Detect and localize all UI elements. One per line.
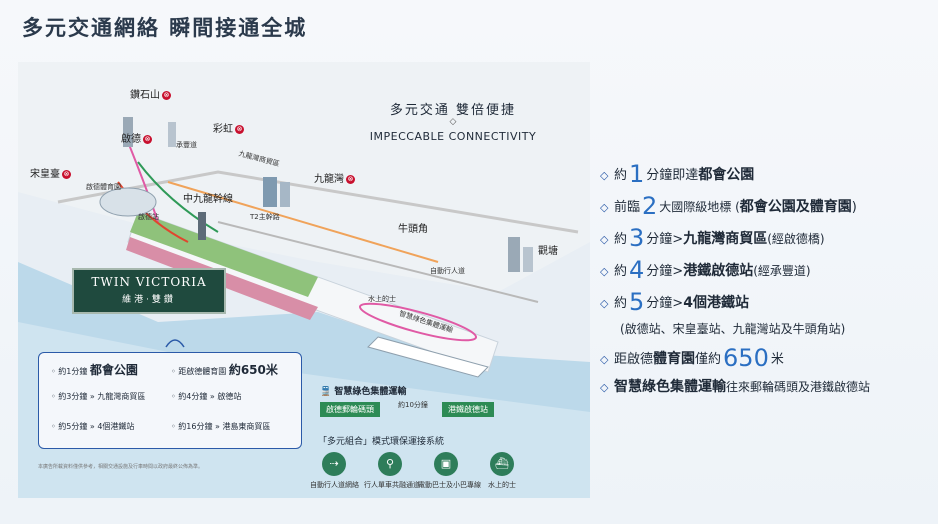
label-sung-wong-toi: 宋皇臺⊗ (30, 169, 71, 180)
twin-victoria-en: TWIN VICTORIA (91, 275, 207, 289)
map-illustration: 鑽石山⊗ 彩虹⊗ 啟德⊗ 宋皇臺⊗ 九龍灣⊗ 牛頭角 觀塘 中九龍幹線 T2主幹… (18, 62, 590, 498)
label-station-b: 啟德站 (138, 213, 159, 221)
label-walkway: 自動行人道 (430, 267, 465, 275)
connectivity-zh: 多元交通 雙倍便捷 (389, 103, 517, 118)
transport-modes: 「多元組合」模式環保運接系統 ⇢ ⚲ ▣ ⛴ 自動行人道網絡 行人單車共融通道 … (310, 434, 538, 489)
modes-header: 「多元組合」模式環保運接系統 (318, 437, 445, 447)
train-icon: 🚆 (320, 387, 332, 397)
twin-victoria-zh: 維港‧雙鑽 (122, 295, 176, 305)
connectivity-en: IMPECCABLE CONNECTIVITY (369, 130, 537, 143)
label-stadium: 啟德體育園 (86, 183, 121, 191)
legend-c4: ◦ 約4分鐘 » 啟德站 (171, 392, 242, 401)
label-station-a: 承豐道 (176, 141, 197, 149)
mtr-icon: ⊗ (235, 124, 244, 134)
label-ngau-tau-kok: 牛頭角 (398, 224, 428, 235)
mtr-icon: ⊗ (346, 174, 355, 184)
label-t2-road: T2主幹路 (250, 213, 280, 221)
legend-c1: ◦ 約1分鐘 都會公園 (51, 363, 138, 377)
twin-victoria-badge: TWIN VICTORIA 維港‧雙鑽 (72, 268, 226, 314)
shuttle-from: 啟德郵輪碼頭 (320, 402, 380, 417)
connectivity-heading: 多元交通 雙倍便捷 ◇ IMPECCABLE CONNECTIVITY (348, 99, 558, 143)
legend-c6: ◦ 約16分鐘 » 港島東商貿區 (171, 422, 271, 431)
label-kowloon-bay: 九龍灣⊗ (314, 174, 355, 185)
shuttle-to: 港鐵啟德站 (442, 402, 494, 417)
fine-print: 本廣告所載資料僅供參考，相關交通設施及行車時間以政府最終公佈為準。 (38, 464, 204, 470)
diamond-icon: ◇ (449, 117, 457, 127)
shuttle-info: 🚆 智慧綠色集體運輸 啟德郵輪碼頭 約10分鐘 港鐵啟德站 (320, 384, 520, 417)
mtr-icon: ⊗ (143, 134, 152, 144)
mode-label-3: 電動巴士及小巴專線 (418, 481, 481, 489)
shuttle-time: 約10分鐘 (398, 401, 428, 409)
bullet-5-stations: (啟德站、宋皇臺站、九龍灣站及牛頭角站) (620, 322, 846, 336)
label-central-kowloon-route: 中九龍幹線 (183, 194, 233, 205)
mode-label-4: 水上的士 (488, 481, 516, 489)
legend-c2: ◦ 距啟德體育園 約650米 (171, 363, 278, 377)
travel-time-legend: ◦ 約1分鐘 都會公園 ◦ 距啟德體育園 約650米 ◦ 約3分鐘 » 九龍灣商… (38, 339, 302, 449)
shuttle-header: 🚆 智慧綠色集體運輸 (320, 387, 407, 397)
legend-c5: ◦ 約5分鐘 » 4個港鐵站 (51, 422, 135, 431)
page-title: 多元交通網絡 瞬間接通全城 (22, 16, 308, 40)
bullet-7: ◇智慧綠色集體運輸往來郵輪碼頭及港鐵啟德站 (600, 379, 871, 395)
mode-label-1: 自動行人道網絡 (310, 481, 359, 489)
bicycle-icon: ⚲ (378, 452, 402, 476)
legend-c3: ◦ 約3分鐘 » 九龍灣商貿區 (51, 392, 146, 401)
boat-icon: ⛴ (490, 452, 514, 476)
label-choi-hung: 彩虹⊗ (213, 124, 244, 135)
label-water-taxi: 水上的士 (368, 295, 396, 303)
bus-icon: ▣ (434, 452, 458, 476)
walkway-icon: ⇢ (322, 452, 346, 476)
label-kai-tak: 啟德⊗ (121, 134, 152, 145)
mtr-icon: ⊗ (162, 90, 171, 100)
mode-label-2: 行人單車共融通道 (364, 481, 420, 489)
mtr-icon: ⊗ (62, 169, 71, 179)
label-kwun-tong: 觀塘 (538, 246, 558, 257)
label-diamond-hill: 鑽石山⊗ (130, 90, 171, 101)
